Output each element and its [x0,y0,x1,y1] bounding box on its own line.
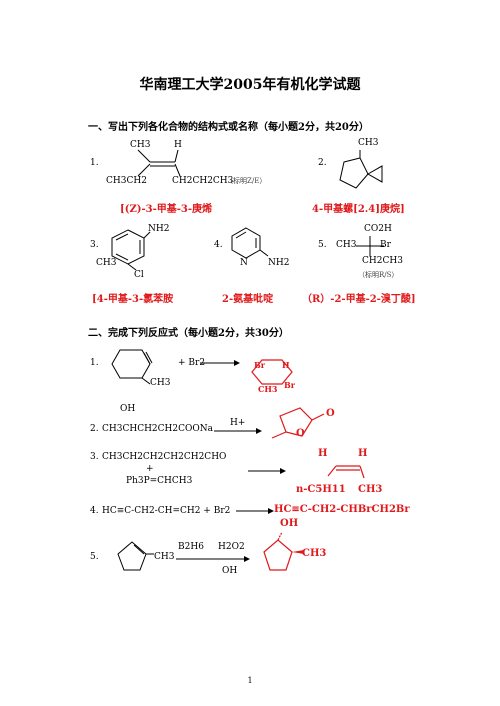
r2-number: 2. [90,424,99,434]
q2-answer: 4-甲基螺[2.4]庚烷] [312,204,405,215]
r1-number: 1. [90,358,99,368]
r4-number: 4. [90,506,99,516]
q1-label-ethyl: CH3CH2 [106,176,147,186]
r5-number: 5. [90,552,99,562]
r1-arrow [200,360,240,366]
section2-heading: 二、完成下列反应式（每小题2分，共30分） [88,328,289,339]
r4-arrow [236,508,274,514]
r5-sub-ch3: CH3 [154,552,175,562]
r5-product-oh: OH [280,518,299,529]
r3-plus: + [146,464,154,474]
r5-product-structure [263,531,304,571]
r3-ylide: Ph3P=CHCH3 [126,476,193,486]
q4-number: 4. [214,240,223,250]
q5-number: 5. [318,240,327,250]
r5-arrow [176,556,250,562]
section1-heading: 一、写出下列各化合物的结构式或名称（每小题2分，共20分） [88,122,369,133]
q3-label-cl: Cl [134,270,144,280]
r1-product-structure [251,359,293,385]
r1-reagent: + Br2 [178,358,206,368]
q5-label-co2h: CO2H [364,224,392,234]
r2-product-carbonyl-o: O [326,408,335,419]
q5-label-br: Br [380,240,391,250]
q5-label-ch3: CH3 [336,240,357,250]
q1-answer: [(Z)-3-甲基-3-庚烯 [120,204,213,215]
r3-alkene-structure [327,465,365,479]
r1-product-br1: Br [254,360,265,370]
q5-answer: （R）-2-甲基-2-溴丁酸] [302,294,416,305]
q1-label-ch3: CH3 [130,140,151,150]
r3-arrow [248,468,286,474]
q5-label-ethyl: CH2CH3 [362,256,403,266]
r2-arrow [214,428,262,434]
q4-label-nh2: NH2 [268,258,290,268]
r5-reagent-oh: OH [222,566,238,576]
q3-label-ch3: CH3 [96,258,117,268]
q5-note: （标明R/S） [358,271,399,279]
r3-aldehyde: CH3CH2CH2CH2CH2CHO [102,452,227,462]
r2-reactant: CH3CHCH2CH2COONa [102,424,214,434]
r2-reagent: H+ [230,418,246,428]
q2-label-ch3: CH3 [358,138,379,148]
q3-aniline-structure [111,229,151,271]
r5-reactant-structure [117,541,154,571]
r3-number: 3. [90,452,99,462]
q3-answer: [4-甲基-3-氯苯胺 [92,294,174,305]
q4-answer: 2-氨基吡啶 [222,294,274,305]
page-title: 华南理工大学2005年有机化学试题 [139,77,361,93]
q1-label-propyl: CH2CH2CH3 [172,176,234,186]
r3-product-h1: H [318,448,328,459]
r1-reactant-structure [111,349,153,385]
r4-reactant: HC≡C-CH2-CH=CH2 + Br2 [102,506,231,516]
r5-reagent-b2h6: B2H6 [178,542,204,552]
r3-product-pentyl: n-C5H11 [296,484,346,495]
q1-number: 1. [90,158,99,168]
q4-label-n: N [240,258,248,268]
r2-lactone-structure [271,407,325,439]
r1-product-ch3: CH3 [258,384,278,394]
page-number: 1 [247,676,253,685]
q2-spiro-structure [339,150,383,189]
q3-label-nh2: NH2 [148,224,170,234]
q5-fischer-structure [356,236,384,256]
q2-number: 2. [318,158,327,168]
r1-product-br2: Br [284,380,295,390]
q1-alkene-structure [137,149,181,177]
q3-number: 3. [90,240,99,250]
q1-label-h: H [174,140,182,150]
r3-product-ch3: CH3 [358,484,383,495]
r4-product: HC≡C-CH2-CHBrCH2Br [274,504,410,515]
r3-product-h2: H [358,448,368,459]
r5-reagent-h2o2: H2O2 [218,542,245,552]
r5-product-ch3: CH3 [302,548,327,559]
r2-product-ring-o: O [296,428,305,439]
r2-oh: OH [120,404,136,414]
q1-note: （标明Z/E） [226,177,267,185]
q4-pyridine-structure [231,227,269,259]
r1-sub-ch3: CH3 [150,378,171,388]
r1-product-h: H [282,360,290,370]
